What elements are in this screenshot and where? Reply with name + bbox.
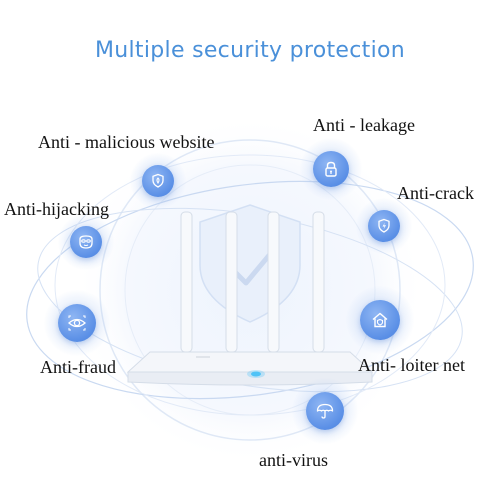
label-anti-fraud: Anti-fraud	[40, 357, 116, 377]
label-anti-virus: anti-virus	[259, 450, 328, 470]
label-anti-loiter-net: Anti- loiter net	[358, 355, 465, 375]
label-anti-malicious-website: Anti - malicious website	[38, 132, 215, 152]
house-shield-icon	[372, 312, 388, 328]
label-anti-leakage: Anti - leakage	[313, 115, 415, 135]
feature-anti-malicious-website	[130, 153, 186, 209]
lock-icon	[325, 161, 337, 177]
feature-anti-loiter-net	[346, 286, 414, 354]
feature-anti-fraud	[44, 290, 110, 356]
mask-icon	[79, 235, 93, 249]
feature-anti-leakage	[300, 138, 362, 200]
router-antennas	[180, 211, 325, 353]
feature-anti-crack	[356, 198, 412, 254]
umbrella-icon	[316, 403, 334, 419]
label-anti-crack: Anti-crack	[397, 183, 474, 203]
router-body	[126, 351, 374, 386]
shield-lightning-icon	[378, 218, 390, 233]
page-title: Multiple security protection	[95, 38, 405, 63]
label-anti-hijacking: Anti-hijacking	[4, 199, 109, 219]
feature-anti-virus	[292, 378, 358, 444]
eye-icon	[68, 315, 86, 331]
feature-anti-hijacking	[58, 214, 114, 270]
shield-icon	[152, 173, 164, 188]
